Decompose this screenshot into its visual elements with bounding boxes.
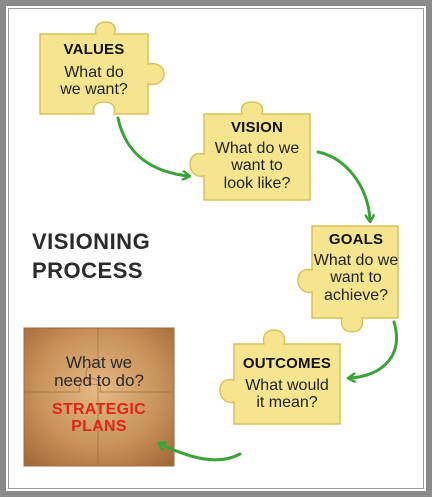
strategic-plans-puzzle-seams [24,328,174,466]
vision-label: VISION What do we want to look like? [204,119,310,192]
visioning-diagram [23,21,399,467]
values-label: VALUES What do we want? [44,41,144,99]
goals-puzzle-piece [297,225,399,333]
goals-title: GOALS [328,231,384,248]
outcomes-question-line1: What would [245,377,329,395]
plans-question-line2: need to do? [54,371,144,391]
plans-title-line2: PLANS [71,417,127,435]
goals-question-line2: want to [330,269,382,287]
values-title: VALUES [63,41,125,58]
outcomes-label: OUTCOMES What would it mean? [234,355,340,412]
process-title-line2: PROCESS [32,257,144,283]
goals-question-line3: achieve? [323,286,389,304]
arrow-values-to-vision [116,116,188,176]
plans-question-line1: What we [65,353,133,372]
arrow-goals-to-outcomes [350,320,398,378]
strategic-plans-puzzle [23,327,175,467]
plans-title-line1: STRATEGIC [52,400,146,418]
vision-title: VISION [230,119,284,136]
strategic-plans-label: What we need to do? STRATEGIC PLANS [24,353,174,435]
goals-question-line1: What do we [313,252,399,270]
vision-question-line2: want to [231,157,283,175]
vision-question-line1: What do we [214,140,300,158]
arrow-outcomes-to-plans [160,444,242,462]
outcomes-title: OUTCOMES [242,355,332,372]
values-question-line1: What do [64,64,124,82]
process-title-line1: VISIONING [32,229,151,254]
outcomes-puzzle-piece [219,329,341,425]
vision-puzzle-piece [189,101,311,201]
values-question-line2: we want? [60,81,128,99]
visioning-process-title: VISIONING PROCESS [32,228,182,285]
outcomes-question-line2: it mean? [256,394,318,412]
values-puzzle-piece [39,21,165,115]
goals-label: GOALS What do we want to achieve? [312,231,400,304]
vision-question-line3: look like? [223,174,291,192]
arrow-vision-to-goals [316,150,370,220]
